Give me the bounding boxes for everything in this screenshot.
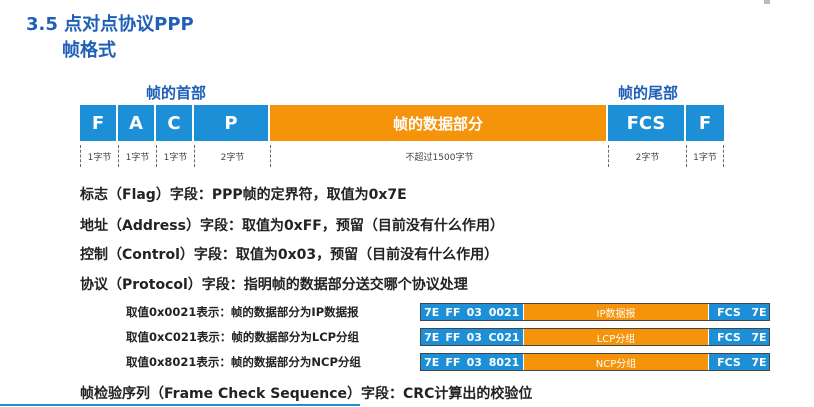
page-subtitle: 帧格式 — [62, 40, 116, 61]
field-size-row: 1字节 1字节 1字节 2字节 不超过1500字节 2字节 1字节 — [80, 145, 724, 167]
frame-field-flag: F — [80, 105, 118, 141]
top-edge-mark — [764, 0, 770, 4]
size-flag-end: 1字节 — [686, 145, 724, 167]
trailer-group-label: 帧的尾部 — [618, 84, 679, 102]
example-flag-value: 7E — [424, 305, 440, 319]
example-label-ncp: 取值0x8021表示：帧的数据部分为NCP分组 — [126, 355, 361, 369]
size-protocol: 2字节 — [194, 145, 270, 167]
example-address-value: FF — [445, 355, 461, 369]
ppp-frame-diagram: F A C P 帧的数据部分 FCS F — [80, 105, 724, 141]
example-header-ip: 7E FF 03 — [421, 304, 485, 320]
control-description: 控制（Control）字段：取值为0x03，预留（目前没有什么作用） — [80, 247, 499, 263]
example-data-ip: IP数据报 — [523, 304, 709, 320]
example-protocol-lcp: C021 — [485, 329, 523, 345]
size-fcs: 2字节 — [608, 145, 686, 167]
example-data-lcp: LCP分组 — [523, 329, 709, 345]
size-data: 不超过1500字节 — [270, 145, 608, 167]
example-address-value: FF — [445, 330, 461, 344]
header-group-label: 帧的首部 — [146, 84, 207, 102]
example-control-value: 03 — [466, 305, 482, 319]
frame-field-data: 帧的数据部分 — [270, 105, 608, 141]
frame-field-protocol: P — [194, 105, 270, 141]
frame-field-address: A — [118, 105, 156, 141]
example-fcs-lcp: FCS — [709, 329, 749, 345]
address-description: 地址（Address）字段：取值为0xFF，预留（目前没有什么作用） — [80, 218, 504, 234]
frame-field-fcs: FCS — [608, 105, 686, 141]
flag-description: 标志（Flag）字段：PPP帧的定界符，取值为0x7E — [80, 187, 407, 203]
example-control-value: 03 — [466, 355, 482, 369]
example-endflag-ncp: 7E — [749, 354, 769, 370]
size-address: 1字节 — [118, 145, 156, 167]
example-endflag-ip: 7E — [749, 304, 769, 320]
frame-field-control: C — [156, 105, 194, 141]
example-flag-value: 7E — [424, 355, 440, 369]
example-header-lcp: 7E FF 03 — [421, 329, 485, 345]
example-header-ncp: 7E FF 03 — [421, 354, 485, 370]
bottom-divider — [0, 404, 360, 406]
protocol-description: 协议（Protocol）字段：指明帧的数据部分送交哪个协议处理 — [80, 277, 468, 293]
example-frame-ncp: 7E FF 03 8021 NCP分组 FCS 7E — [420, 353, 770, 371]
page-title: 3.5 点对点协议PPP — [26, 14, 194, 35]
example-protocol-ncp: 8021 — [485, 354, 523, 370]
size-control: 1字节 — [156, 145, 194, 167]
frame-field-flag-end: F — [686, 105, 724, 141]
example-label-lcp: 取值0xC021表示：帧的数据部分为LCP分组 — [126, 330, 360, 344]
fcs-description: 帧检验序列（Frame Check Sequence）字段：CRC计算出的校验位 — [80, 386, 533, 402]
example-address-value: FF — [445, 305, 461, 319]
example-frame-ip: 7E FF 03 0021 IP数据报 FCS 7E — [420, 303, 770, 321]
example-protocol-ip: 0021 — [485, 304, 523, 320]
example-frame-lcp: 7E FF 03 C021 LCP分组 FCS 7E — [420, 328, 770, 346]
size-flag: 1字节 — [80, 145, 118, 167]
example-flag-value: 7E — [424, 330, 440, 344]
example-fcs-ip: FCS — [709, 304, 749, 320]
example-label-ip: 取值0x0021表示：帧的数据部分为IP数据报 — [126, 305, 359, 319]
example-fcs-ncp: FCS — [709, 354, 749, 370]
example-data-ncp: NCP分组 — [523, 354, 709, 370]
example-control-value: 03 — [466, 330, 482, 344]
example-endflag-lcp: 7E — [749, 329, 769, 345]
